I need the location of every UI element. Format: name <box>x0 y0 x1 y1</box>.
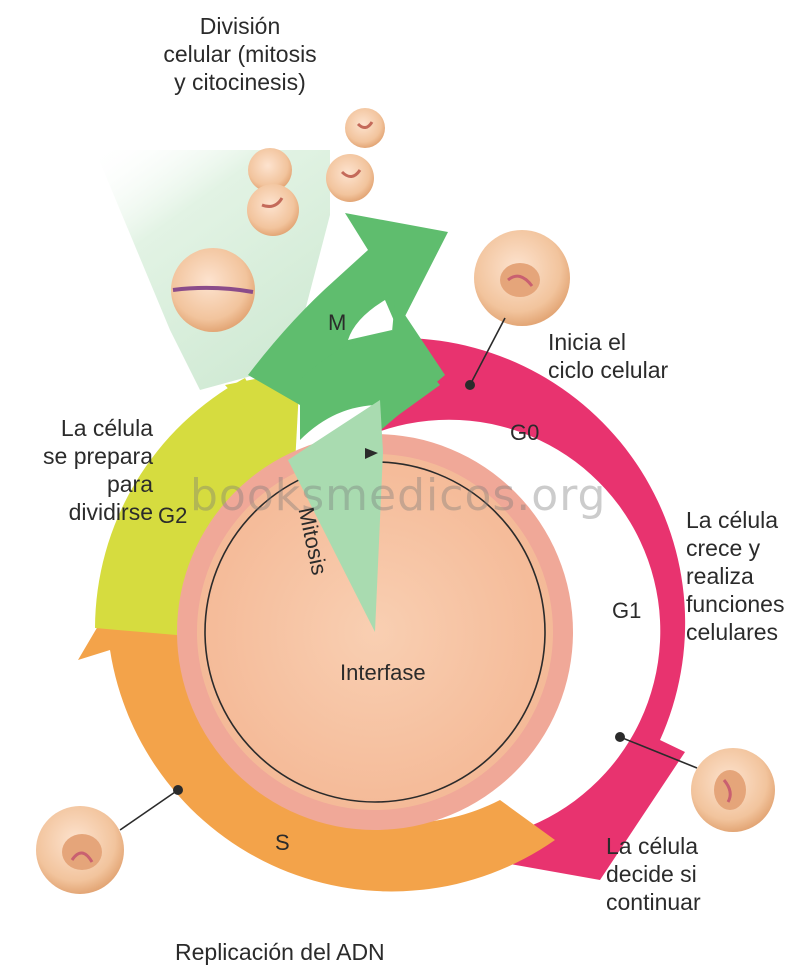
m-to-g0-arrow <box>300 300 445 440</box>
decide-label: La célula decide si continuar <box>606 832 701 916</box>
g0-g1-arc <box>378 338 686 880</box>
g2-arc <box>95 378 300 636</box>
decide-line-1: La célula <box>606 833 699 859</box>
g1-cell <box>615 732 775 832</box>
s-cell <box>36 785 183 894</box>
prepara-line-2: se prepara <box>43 443 153 469</box>
inicia-line-1: Inicia el <box>548 329 626 355</box>
phase-g0-label: G0 <box>510 420 540 445</box>
prepara-line-1: La célula <box>60 415 153 441</box>
inicia-line-2: ciclo celular <box>548 357 669 383</box>
interfase-label: Interfase <box>340 660 426 685</box>
prepara-line-3: para <box>106 471 153 497</box>
crece-line-1: La célula <box>686 507 779 533</box>
g0-cell <box>465 230 570 390</box>
division-line-1: División <box>199 13 281 39</box>
mitosis-cells <box>171 108 385 332</box>
crece-line-2: crece y <box>686 535 761 561</box>
phase-g1-label: G1 <box>612 598 642 623</box>
division-line-3: y citocinesis) <box>174 69 306 95</box>
prepara-line-4: dividirse <box>68 499 153 525</box>
phase-g2-label: G2 <box>158 503 188 528</box>
crece-line-3: realiza <box>686 563 754 589</box>
watermark: booksmedicos.org <box>190 470 607 521</box>
prepara-label: La célula se prepara para dividirse <box>8 414 153 526</box>
crece-line-4: funciones <box>686 591 785 617</box>
inicia-label: Inicia el ciclo celular <box>548 328 668 384</box>
phase-s-label: S <box>275 830 290 855</box>
inner-arrowhead <box>365 448 378 459</box>
crece-line-5: celulares <box>686 619 779 645</box>
replicacion-label: Replicación del ADN <box>175 939 385 965</box>
decide-line-3: continuar <box>606 889 701 915</box>
decide-line-2: decide si <box>606 861 697 887</box>
mitosis-wedge <box>288 400 383 632</box>
phase-m-label: M <box>328 310 347 335</box>
division-line-2: celular (mitosis <box>163 41 317 67</box>
crece-label: La célula crece y realiza funciones celu… <box>686 506 784 646</box>
division-label: División celular (mitosis y citocinesis) <box>150 12 330 96</box>
